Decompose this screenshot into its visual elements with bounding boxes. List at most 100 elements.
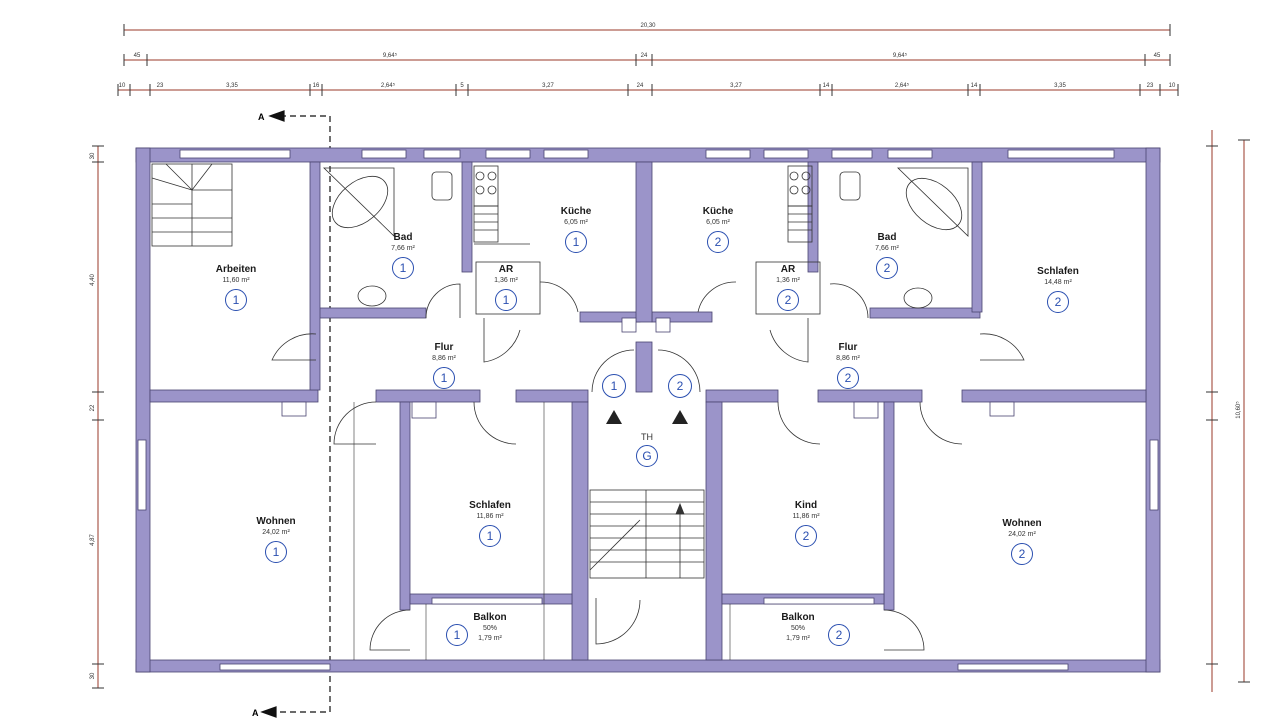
stairwell-unit-badge: G (636, 445, 658, 467)
room-name: Flur (434, 342, 454, 353)
room-name: Wohnen (256, 516, 296, 527)
room-name: Balkon (781, 612, 815, 623)
staircase-unit-1 (151, 163, 233, 247)
room-area: 6,05 m² (564, 219, 588, 226)
unit-badge: 1 (433, 367, 455, 389)
unit-badge: 2 (1011, 543, 1033, 565)
bathroom-fixtures-unit-1 (323, 165, 541, 315)
dim-row-3: 10 23 3,35 16 2,64⁵ 5 3,27 24 3,27 14 2,… (119, 82, 1176, 89)
dim-label: 14 (971, 83, 978, 89)
room-area: 7,66 m² (875, 245, 899, 252)
room-name: Bad (877, 232, 897, 243)
dim-left: 4,40 (90, 274, 96, 286)
unit-badge: 1 (495, 289, 517, 311)
section-label-top: A (258, 112, 265, 122)
dim-label: 2,64⁵ (381, 82, 396, 89)
dim-label: 23 (157, 83, 164, 89)
room-wohnen-1: Wohnen 24,02 m² 1 (226, 516, 326, 563)
dim-label: 3,35 (1054, 83, 1066, 89)
section-label-bottom: A (252, 708, 259, 718)
room-kueche-2: Küche 6,05 m² 2 (682, 206, 754, 253)
room-bad-1: Bad 7,66 m² 1 (368, 232, 438, 279)
room-name: Bad (393, 232, 413, 243)
dim-label: 24 (641, 53, 648, 59)
unit-badge: 1 (265, 541, 287, 563)
unit-badge: 2 (795, 525, 817, 547)
room-name: Kind (794, 500, 818, 511)
dim-left: 30 (90, 672, 96, 679)
room-ar-2: AR 1,36 m² 2 (760, 264, 816, 311)
dim-label: 14 (823, 83, 830, 89)
dim-label: 3,27 (542, 83, 554, 89)
room-ar-1: AR 1,36 m² 1 (478, 264, 534, 311)
room-wohnen-2: Wohnen 24,02 m² 2 (972, 518, 1072, 565)
room-name: Balkon (473, 612, 507, 623)
unit-badge: 2 (837, 367, 859, 389)
room-area: 6,05 m² (706, 219, 730, 226)
room-balkon-2: Balkon 50% 1,79 m² (748, 612, 848, 644)
interior-hatch-lines (353, 402, 731, 660)
room-area: 7,66 m² (391, 245, 415, 252)
dim-label: 9,64⁵ (383, 52, 398, 59)
room-balkon-1: Balkon 50% 1,79 m² (440, 612, 540, 644)
room-flur-2: Flur 8,86 m² 2 (808, 342, 888, 389)
room-name: Flur (838, 342, 858, 353)
room-area: 11,60 m² (222, 277, 250, 284)
bathroom-fixtures-unit-2 (755, 165, 969, 315)
unit-badge: 2 (777, 289, 799, 311)
dim-overall: 20,30 (640, 23, 656, 29)
dim-left: 22 (90, 404, 96, 411)
unit-badge: 1 (479, 525, 501, 547)
dim-label: 3,35 (226, 83, 238, 89)
room-area: 24,02 m² (262, 529, 290, 536)
room-area: 24,02 m² (1008, 531, 1036, 538)
dim-label: 45 (1154, 53, 1161, 59)
unit-badge: 1 (565, 231, 587, 253)
unit-badge: 1 (225, 289, 247, 311)
windows (137, 149, 1159, 671)
dim-right-overall: 10,60⁵ (1235, 401, 1242, 419)
room-name: Schlafen (1037, 266, 1079, 277)
dim-label: 10 (119, 83, 126, 89)
room-area: 14,48 m² (1044, 279, 1072, 286)
room-kind-2: Kind 11,86 m² 2 (766, 500, 846, 547)
dim-left: 30 (90, 152, 96, 159)
stairwell-name: TH (641, 432, 653, 442)
room-name: Küche (560, 206, 592, 217)
room-area: 11,86 m² (792, 513, 820, 520)
room-area: 8,86 m² (836, 355, 860, 362)
unit-badge: 1 (392, 257, 414, 279)
right-dimension-lines (1206, 130, 1250, 692)
top-dimension-lines (117, 24, 1179, 96)
room-name: AR (498, 264, 514, 275)
room-area-secondary: 1,79 m² (478, 635, 502, 642)
dim-label: 23 (1147, 83, 1154, 89)
dim-label: 24 (637, 83, 644, 89)
room-flur-1: Flur 8,86 m² 1 (404, 342, 484, 389)
door-swings (271, 281, 1025, 651)
unit-badge-balkon-2: 2 (828, 624, 850, 646)
room-name: AR (780, 264, 796, 275)
room-name: Arbeiten (215, 264, 257, 275)
unit-badge: 2 (1047, 291, 1069, 313)
entrance-badge-2: 2 (668, 374, 692, 398)
room-kueche-1: Küche 6,05 m² 1 (540, 206, 612, 253)
dim-left: 4,87 (90, 534, 96, 546)
dim-row-2: 45 9,64⁵ 24 9,64⁵ 45 (134, 52, 1161, 59)
stairwell-label: TH G (622, 432, 672, 467)
section-line (260, 110, 331, 718)
dim-label: 3,27 (730, 83, 742, 89)
room-area: 50% (482, 625, 497, 632)
dim-label: 45 (134, 53, 141, 59)
room-area: 50% (790, 625, 805, 632)
room-schlafen-1: Schlafen 11,86 m² 1 (450, 500, 530, 547)
dim-label: 2,64⁵ (895, 82, 910, 89)
unit-badge: 2 (876, 257, 898, 279)
room-name: Küche (702, 206, 734, 217)
dim-label: 16 (313, 83, 320, 89)
staircase-stairwell (589, 489, 705, 579)
room-area: 11,86 m² (476, 513, 504, 520)
room-bad-2: Bad 7,66 m² 2 (852, 232, 922, 279)
room-area-secondary: 1,79 m² (786, 635, 810, 642)
